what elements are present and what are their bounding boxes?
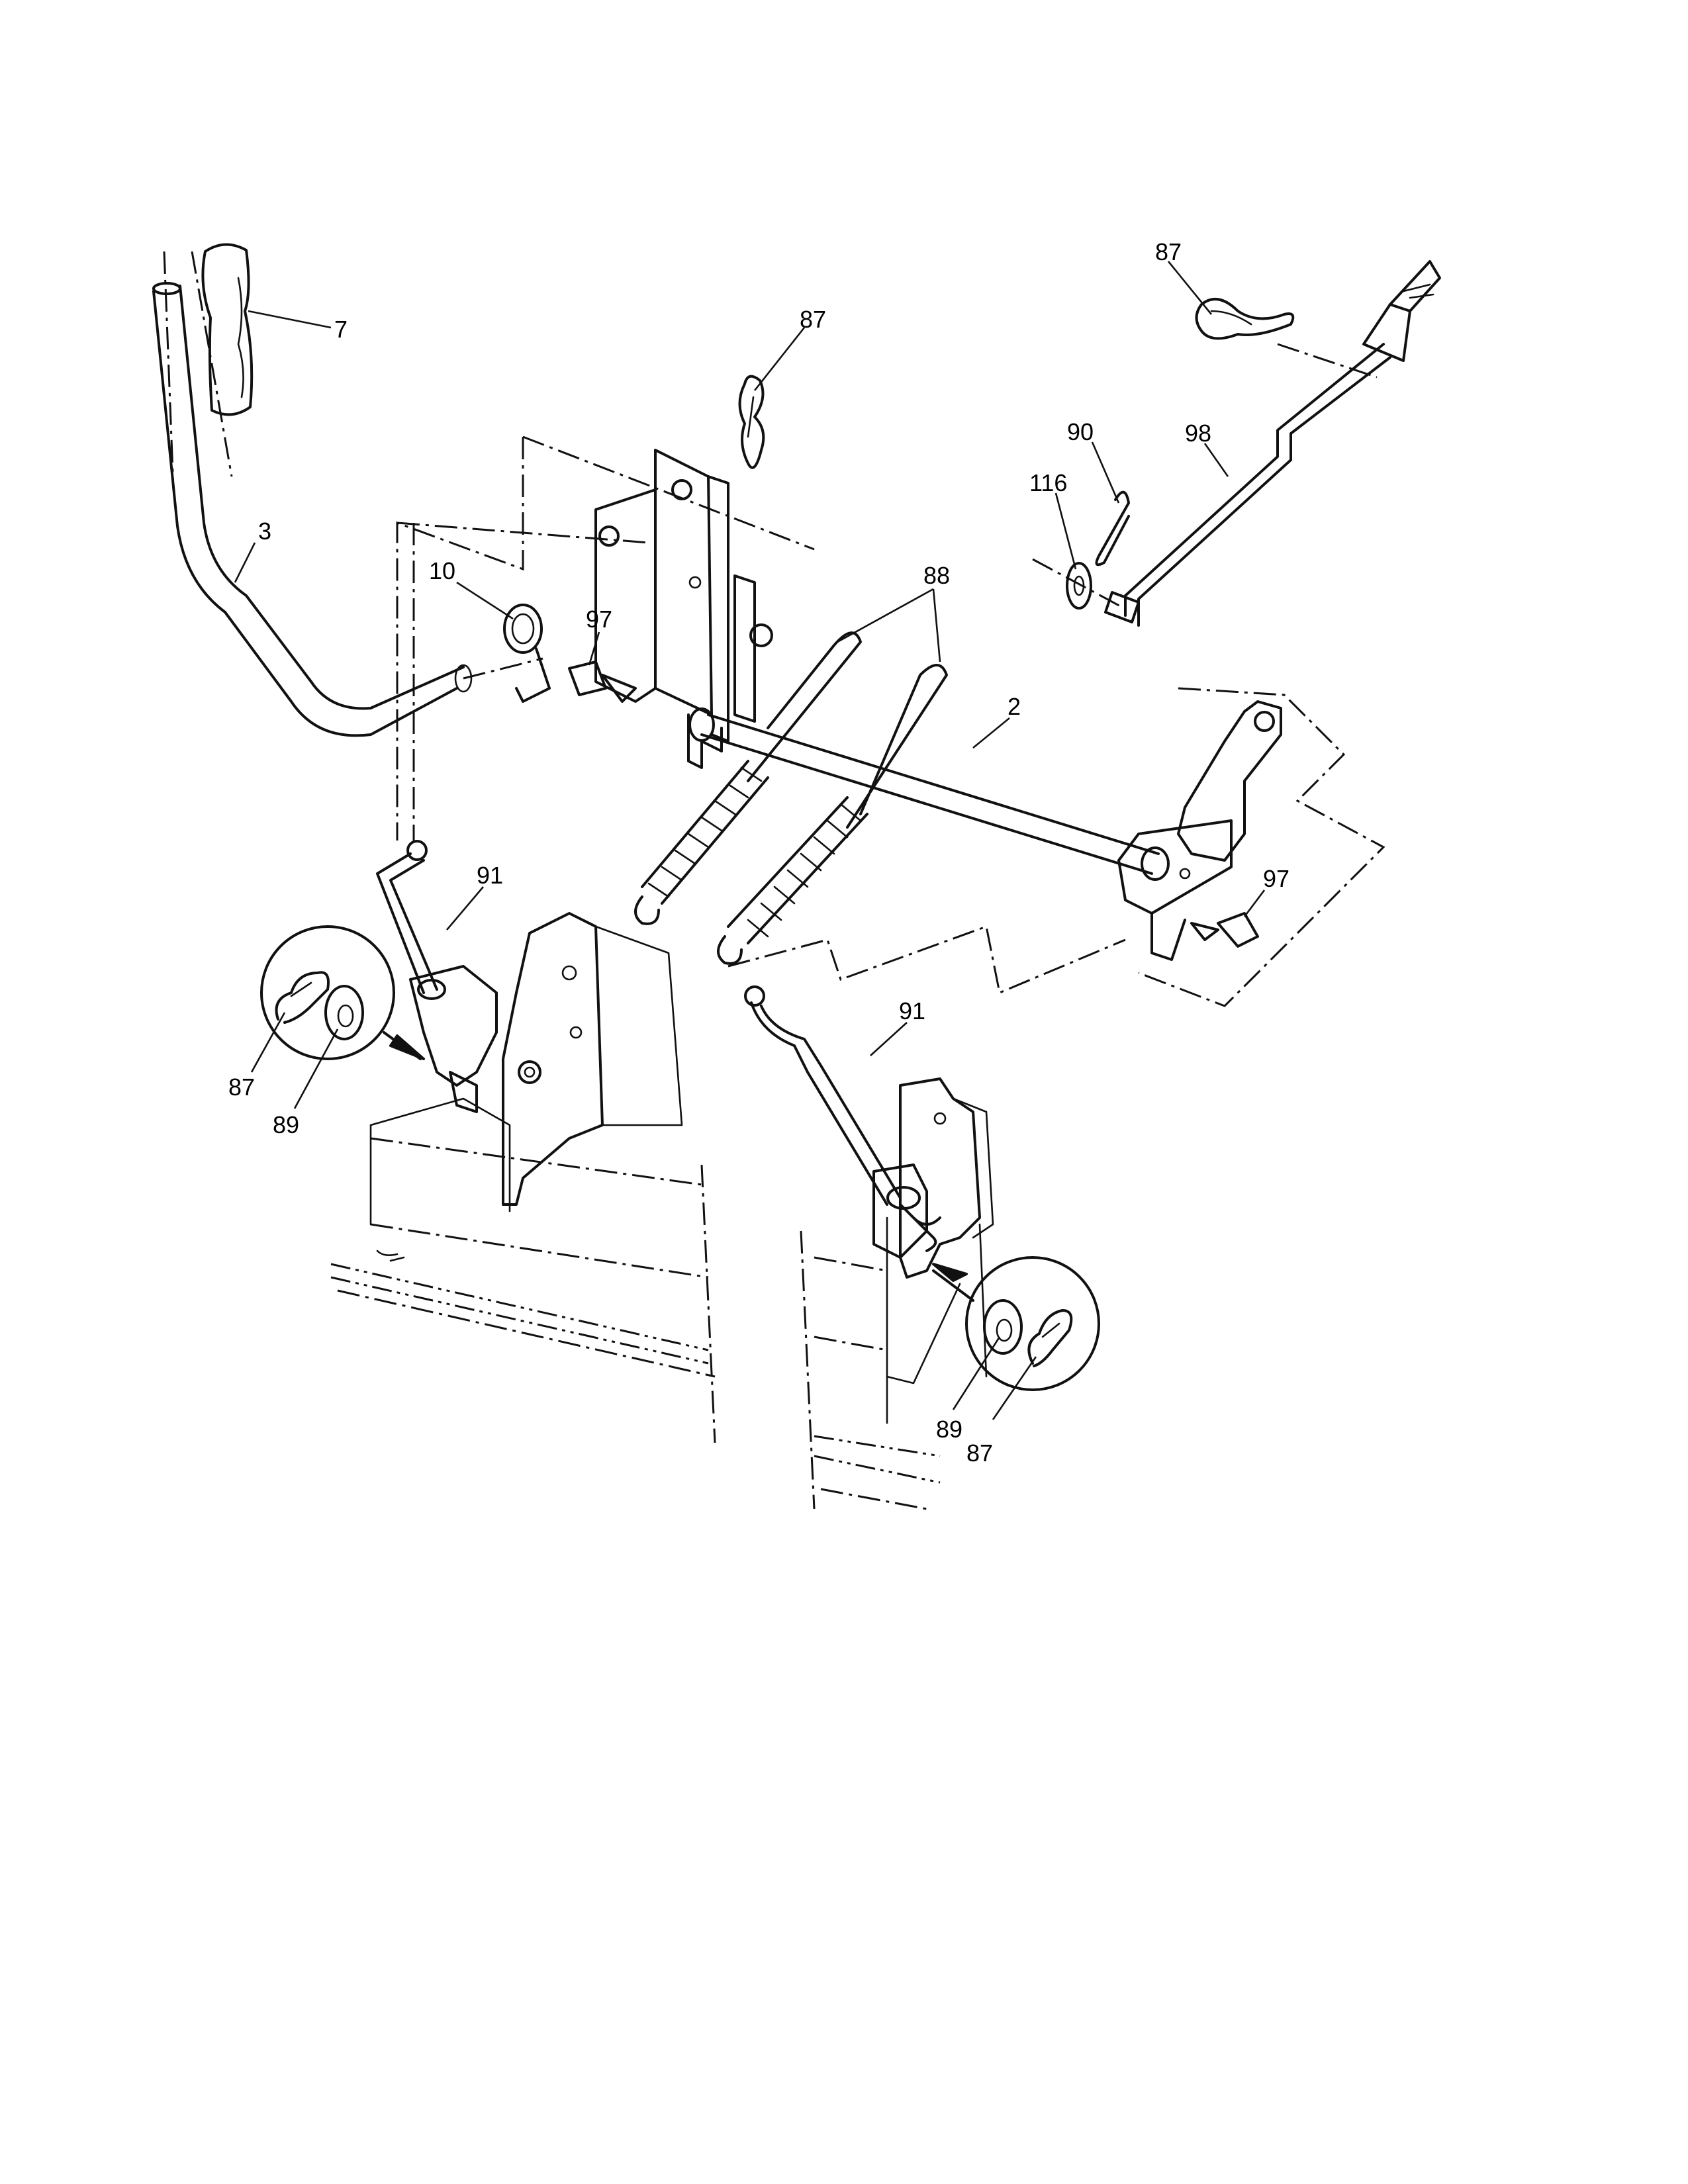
callout-97-left: 97 xyxy=(586,606,612,633)
lift-link-part-91-left xyxy=(376,523,446,1000)
callout-90: 90 xyxy=(1067,418,1094,445)
callout-89-left: 89 xyxy=(273,1111,299,1138)
hair-pin-clip-part-87-left-detail xyxy=(275,971,330,1024)
left-detail-circle xyxy=(260,925,425,1060)
adjustment-rod-part-98 xyxy=(1032,260,1441,627)
callout-7: 7 xyxy=(334,316,348,343)
callout-87-bottom: 87 xyxy=(966,1439,993,1467)
callout-87-right: 87 xyxy=(1155,238,1182,265)
callout-97-right: 97 xyxy=(1263,865,1289,892)
callout-87-top: 87 xyxy=(800,306,826,333)
callout-labels: 7 3 87 87 90 98 116 10 97 88 2 97 91 91 … xyxy=(228,238,1289,1467)
bolt-part-97-left xyxy=(568,660,637,703)
callout-88: 88 xyxy=(923,562,950,589)
callout-3: 3 xyxy=(258,518,271,545)
callout-98: 98 xyxy=(1185,420,1211,447)
right-deck-hanger xyxy=(872,1077,994,1279)
callout-10: 10 xyxy=(429,557,455,584)
callout-89-right: 89 xyxy=(936,1416,962,1443)
callout-116: 116 xyxy=(1029,469,1067,496)
left-deck-phantom xyxy=(330,1097,716,1443)
left-deck-hanger xyxy=(409,912,683,1206)
hair-pin-clip-part-87-top xyxy=(738,375,765,469)
right-lift-arm xyxy=(1117,687,1385,1007)
hair-pin-clip-part-87-right-detail xyxy=(1027,1309,1073,1367)
lift-bracket xyxy=(396,435,815,841)
extension-springs-part-88 xyxy=(634,631,1126,995)
washer-part-89-left-detail xyxy=(324,985,364,1040)
handle-grip-part-7 xyxy=(191,243,254,477)
torsion-spring-part-10 xyxy=(503,604,551,703)
lift-link-part-91-right xyxy=(744,985,921,1210)
callout-2: 2 xyxy=(1008,693,1021,720)
lift-handle-part-3 xyxy=(152,251,543,737)
callout-91-right: 91 xyxy=(899,997,925,1024)
callout-87-left: 87 xyxy=(228,1073,255,1101)
bolt-part-97-right xyxy=(1190,912,1259,948)
cotter-pin-part-90 xyxy=(1095,490,1130,567)
cross-shaft-part-2 xyxy=(688,574,1170,881)
leader-lines xyxy=(234,261,1266,1420)
washer-part-89-right-detail xyxy=(983,1299,1023,1355)
washer-part-116 xyxy=(1066,562,1092,610)
hair-pin-clip-part-87-right xyxy=(1195,298,1295,340)
callout-91-left: 91 xyxy=(477,862,503,889)
right-deck-phantom xyxy=(800,1216,988,1510)
right-detail-circle xyxy=(932,1256,1100,1391)
